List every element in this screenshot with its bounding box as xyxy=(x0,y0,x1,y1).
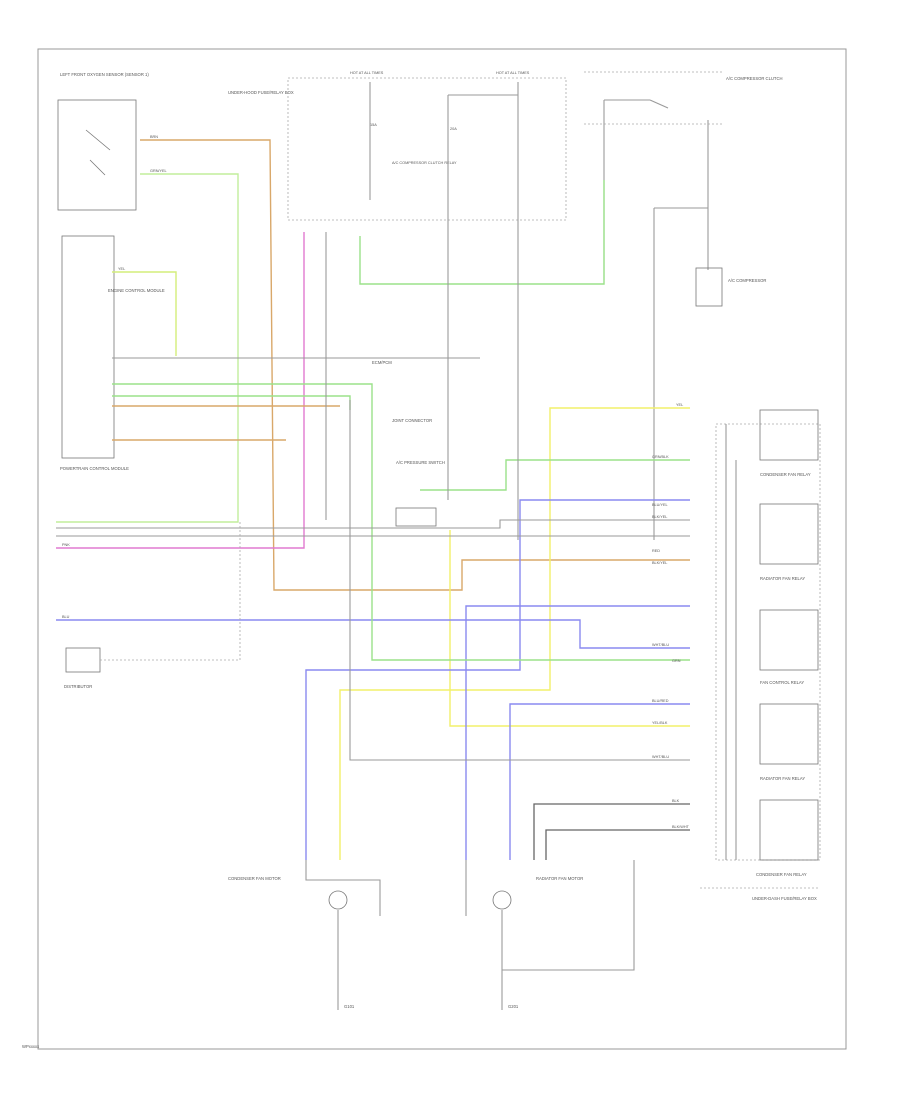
wire-label-r3: BLU/YEL xyxy=(652,503,668,507)
wire-label-r2: GRN/BLK xyxy=(652,455,669,459)
hot-label-2: HOT AT ALL TIMES xyxy=(496,71,530,75)
fan-motor-right-label: RADIATOR FAN MOTOR xyxy=(536,876,583,881)
right-relay-stack: CONDENSER FAN RELAY RADIATOR FAN RELAY F… xyxy=(700,409,821,901)
wire-label-r13: BLK xyxy=(672,799,680,803)
ac-compressor-clutch-label: A/C COMPRESSOR CLUTCH xyxy=(726,76,783,81)
top-fuse-box: UNDER-HOOD FUSE/RELAY BOX HOT AT ALL TIM… xyxy=(228,71,567,250)
fuse-a-label: 15A xyxy=(370,123,377,127)
wire-yellow-green xyxy=(112,271,177,356)
engine-control-module: ENGINE CONTROL MODULE POWERTRAIN CONTROL… xyxy=(60,235,165,471)
ac-compressor-label: A/C COMPRESSOR xyxy=(728,278,766,283)
fuse-b-label: 20A xyxy=(450,127,457,131)
relay-3-label: FAN CONTROL RELAY xyxy=(760,680,804,685)
wire-brown-label: BRN xyxy=(150,135,158,139)
engine-control-module-label: ENGINE CONTROL MODULE xyxy=(108,288,165,293)
wire-dark-2 xyxy=(545,829,690,860)
wire-label-r6: BLK/YEL xyxy=(652,561,667,565)
wire-label-r12: WHT/BLU xyxy=(652,755,669,759)
wire-label-r1: YEL xyxy=(676,403,683,407)
wire-label-r8: WHT/BLU xyxy=(652,643,669,647)
wire-green-yel-label: GRN/YEL xyxy=(150,169,167,173)
page-code: WPxxxxx xyxy=(22,1044,40,1049)
wire-green-main xyxy=(359,180,605,285)
distributor-label: DISTRIBUTOR xyxy=(64,684,92,689)
fan-motor-left-label: CONDENSER FAN MOTOR xyxy=(228,876,281,881)
junction-block: JOINT CONNECTOR A/C PRESSURE SWITCH xyxy=(392,418,445,527)
wire-green-mid-2 xyxy=(112,395,351,410)
wire-pink-label: PNK xyxy=(62,543,70,547)
wire-blue xyxy=(56,619,690,649)
wire-label-r9: GRN xyxy=(672,659,681,663)
junction-label: JOINT CONNECTOR xyxy=(392,418,432,423)
wire-green-mid xyxy=(112,383,690,661)
ecm-connector-label: ECM/PCM xyxy=(372,360,392,365)
compressor-block: A/C COMPRESSOR CLUTCH A/C COMPRESSOR xyxy=(584,71,783,540)
relay-4-label: RADIATOR FAN RELAY xyxy=(760,776,805,781)
relay-1-label: CONDENSER FAN RELAY xyxy=(760,472,811,477)
wire-label-r10: BLU/RED xyxy=(652,699,669,703)
wire-brown xyxy=(140,139,690,591)
relay-5-label: CONDENSER FAN RELAY xyxy=(756,872,807,877)
wire-blue-2 xyxy=(465,605,690,860)
left-front-sensor-block: LEFT FRONT OXYGEN SENSOR (SENSOR 1) xyxy=(57,72,149,211)
left-front-sensor-label: LEFT FRONT OXYGEN SENSOR (SENSOR 1) xyxy=(60,72,149,77)
ground-right-label: G201 xyxy=(508,1004,519,1009)
wire-gray-4 xyxy=(349,400,690,761)
ecm-label: POWERTRAIN CONTROL MODULE xyxy=(60,466,129,471)
page-frame xyxy=(37,48,847,1050)
wire-blue-4 xyxy=(509,703,690,860)
hot-label-1: HOT AT ALL TIMES xyxy=(350,71,384,75)
distributor-block: DISTRIBUTOR xyxy=(64,520,241,689)
wire-label-r5: RED xyxy=(652,549,660,553)
fan-motor-left: CONDENSER FAN MOTOR G101 xyxy=(228,860,381,1010)
wire-green-yel xyxy=(56,173,239,523)
wire-blue-3 xyxy=(305,499,690,860)
fuse-box-top-left-label: UNDER-HOOD FUSE/RELAY BOX xyxy=(228,90,294,95)
wire-label-r14: BLK/WHT xyxy=(672,825,690,829)
wire-blue-label: BLU xyxy=(62,615,70,619)
fuse-box-right-label: UNDER-DASH FUSE/RELAY BOX xyxy=(752,896,817,901)
ac-clutch-relay-label: A/C COMPRESSOR CLUTCH RELAY xyxy=(392,161,457,165)
wire-green-mid-3 xyxy=(420,459,690,491)
wire-label-r11: YEL/BLK xyxy=(652,721,668,725)
wire-yel-label: YEL xyxy=(118,267,125,271)
wire-dark-1 xyxy=(533,803,690,860)
wire-label-r4: BLK/YEL xyxy=(652,515,667,519)
wire-gray-3 xyxy=(56,519,690,529)
wire-pink xyxy=(56,232,305,549)
fan-motor-right: RADIATOR FAN MOTOR G201 xyxy=(465,860,635,1010)
ground-left-label: G101 xyxy=(344,1004,355,1009)
pressure-switch-label: A/C PRESSURE SWITCH xyxy=(396,460,445,465)
wire-yellow-2 xyxy=(449,530,690,727)
wire-yellow xyxy=(339,407,690,860)
relay-2-label: RADIATOR FAN RELAY xyxy=(760,576,805,581)
